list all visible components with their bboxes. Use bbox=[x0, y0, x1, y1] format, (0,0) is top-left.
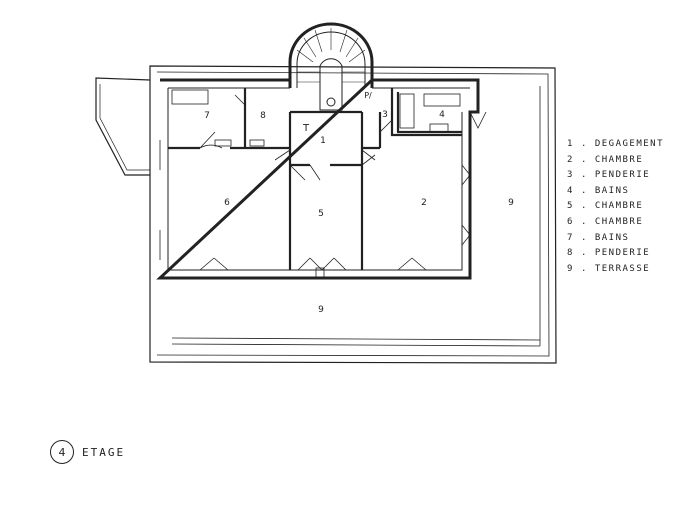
legend-item: 8. PENDERIE bbox=[567, 248, 651, 259]
west-balcony bbox=[95, 77, 151, 176]
stair-treads bbox=[296, 28, 366, 83]
room-9-terrace-east-label: 9 bbox=[508, 198, 514, 208]
bath-7-tub bbox=[171, 89, 209, 105]
legend-item: 4. BAINS bbox=[567, 185, 630, 196]
bath-7-fixture bbox=[214, 139, 232, 147]
room-8-label: 8 bbox=[260, 111, 266, 121]
legend-item: 3. PENDERIE bbox=[567, 170, 651, 181]
legend-item: 9. TERRASSE bbox=[567, 263, 651, 274]
room-9-terrace-south-label: 9 bbox=[318, 305, 324, 315]
terrace-parapet bbox=[171, 337, 541, 347]
floor-name: ETAGE bbox=[82, 445, 126, 459]
entry-mark: T bbox=[302, 123, 310, 134]
door-swings bbox=[199, 94, 487, 181]
floor-number-circle: 4 bbox=[50, 440, 74, 464]
floor-label: 4 ETAGE bbox=[50, 440, 125, 464]
stair-newel bbox=[326, 97, 336, 107]
room-8-fixture bbox=[249, 139, 265, 147]
room-4-label: 4 bbox=[439, 110, 445, 120]
west-balcony-inner bbox=[99, 84, 150, 171]
legend-item: 7. BAINS bbox=[567, 232, 630, 243]
room-6-label: 6 bbox=[224, 198, 230, 208]
terrace-inner-outline bbox=[156, 71, 550, 357]
south-windows bbox=[198, 257, 428, 279]
legend-item: 2. CHAMBRE bbox=[567, 154, 644, 165]
room-5-label: 5 bbox=[318, 209, 324, 219]
stair-well bbox=[319, 58, 343, 111]
bath-4-tub bbox=[399, 93, 415, 129]
room-2-label: 2 bbox=[421, 198, 427, 208]
legend-item: 5. CHAMBRE bbox=[567, 201, 644, 212]
bath-4-basin bbox=[423, 93, 461, 107]
legend: 1. DEGAGEMENT 2. CHAMBRE 3. PENDERIE 4. … bbox=[567, 137, 664, 277]
east-windows bbox=[461, 160, 471, 250]
room-7-label: 7 bbox=[204, 111, 210, 121]
partitions bbox=[168, 88, 462, 270]
bath-4-fixture bbox=[429, 123, 449, 133]
stair-mark: P/ bbox=[364, 91, 372, 100]
legend-item: 6. CHAMBRE bbox=[567, 216, 644, 227]
room-3-label: 3 bbox=[382, 110, 388, 120]
terrace-outline bbox=[149, 65, 557, 364]
staircase-outline bbox=[288, 22, 374, 88]
legend-item: 1. DEGAGEMENT bbox=[567, 139, 665, 149]
room-1-label: 1 bbox=[320, 136, 326, 146]
